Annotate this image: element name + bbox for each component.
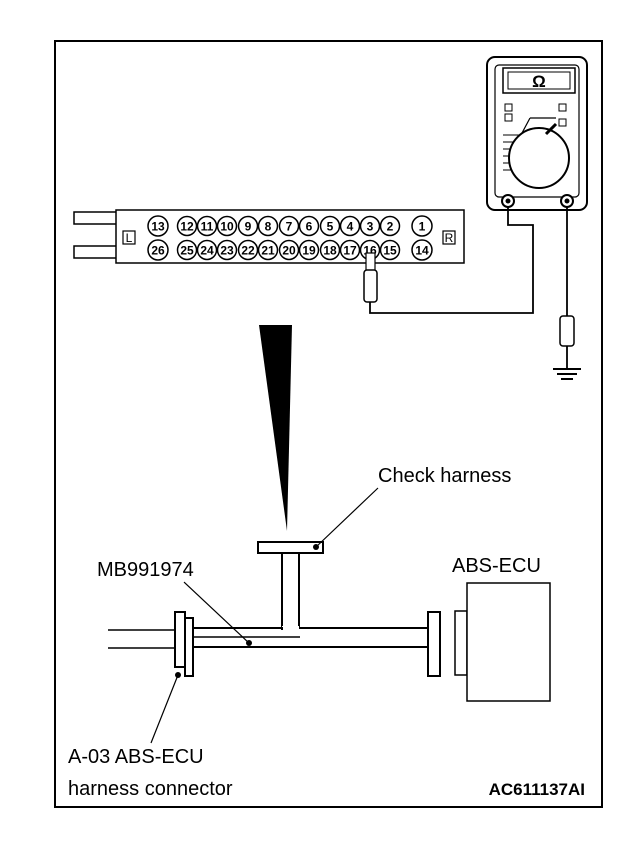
leader-connector — [150, 674, 179, 744]
pointer-wedge — [259, 325, 292, 531]
connector-pin-label: 7 — [286, 220, 293, 234]
abs-ecu-unit — [454, 582, 551, 702]
probe-tip-pin16-collar — [365, 252, 376, 272]
connector-pin-circle — [298, 239, 320, 261]
connector-pin-circle — [319, 215, 341, 237]
connector-pin-label: 3 — [367, 220, 374, 234]
connector-pin-circle — [278, 239, 300, 261]
label-abs-ecu: ABS-ECU — [452, 555, 541, 577]
connector-pin-circle — [196, 215, 218, 237]
connector-pin-circle — [359, 215, 381, 237]
connector-pin-label: 26 — [151, 244, 165, 258]
connector-pin-circle — [196, 239, 218, 261]
ohmmeter-switch-3 — [558, 103, 567, 112]
ohmmeter-switch-4 — [558, 118, 567, 127]
ohmmeter-display-window — [507, 71, 571, 90]
connector-pin-circle — [237, 239, 259, 261]
dial-arc-left — [521, 117, 531, 134]
left-flange-inner — [184, 617, 194, 677]
connector-pin-label: 4 — [347, 220, 354, 234]
connector-pin-label: 11 — [201, 220, 214, 234]
abs-ecu-box — [466, 582, 551, 702]
leader-check-harness-dot — [313, 544, 319, 550]
label-check-harness: Check harness — [378, 465, 511, 487]
connector-right-tag-box — [442, 230, 456, 245]
connector-pin-label: 12 — [180, 220, 194, 234]
ohmmeter-switch-1 — [504, 103, 513, 112]
connector-pin-label: 10 — [220, 220, 234, 234]
ohmmeter-dial — [508, 127, 570, 189]
right-flange — [427, 611, 441, 677]
connector-right-tag: R — [445, 231, 454, 245]
ohmmeter-dial-pointer — [544, 122, 558, 136]
connector-pin-circle — [147, 215, 169, 237]
abs-ecu-socket — [454, 610, 468, 676]
connector-pin-circle — [339, 239, 361, 261]
connector-pin-circle — [411, 215, 433, 237]
lead-probe-to-meter — [369, 207, 534, 314]
connector-pin-label: 23 — [220, 244, 234, 258]
connector-pin-label: 21 — [261, 244, 275, 258]
connector-pin-circle — [257, 215, 279, 237]
connector-pin-label: 2 — [387, 220, 394, 234]
connector-pin-circle — [216, 239, 238, 261]
connector-pin-label: 22 — [241, 244, 255, 258]
connector-lead-lower — [73, 245, 119, 259]
ohmmeter: Ω — [486, 56, 588, 211]
connector-pin-label: 15 — [383, 244, 397, 258]
connector-pin-circle — [278, 215, 300, 237]
connector-pin-label: 20 — [282, 244, 296, 258]
ohmmeter-switch-2 — [504, 113, 513, 122]
connector-pin-label: 6 — [306, 220, 313, 234]
connector-pin-label: 9 — [245, 220, 252, 234]
left-flange-outer — [174, 611, 186, 668]
connector-pin-label: 17 — [343, 244, 357, 258]
connector-pin-circle — [176, 215, 198, 237]
ohmmeter-jack-v-dot — [564, 198, 570, 204]
probe-leads — [363, 207, 581, 380]
connector-pin-label: 14 — [415, 244, 429, 258]
connector-lead-upper — [73, 211, 119, 225]
connector-pin-circle — [147, 239, 169, 261]
label-connector-line2: harness connector — [68, 778, 233, 800]
probe-pin16 — [363, 269, 378, 303]
ohmmeter-jack-com-dot — [505, 198, 511, 204]
connector-pin-circle — [216, 215, 238, 237]
connector-pin-label: 1 — [419, 220, 426, 234]
connector-pin-circle — [298, 215, 320, 237]
ground-probe — [559, 315, 575, 347]
harness-joint-mask — [282, 626, 299, 632]
leader-check-harness — [315, 487, 379, 548]
label-mb991974: MB991974 — [97, 559, 194, 581]
leader-connector-dot — [175, 672, 181, 678]
connector-pin-label: 5 — [327, 220, 334, 234]
connector-pin-circle — [411, 239, 433, 261]
connector-pin-label: 25 — [180, 244, 194, 258]
connector-pin-circle — [237, 215, 259, 237]
connector-pin-circle — [339, 215, 361, 237]
connector-pin-circle — [379, 215, 401, 237]
connector-pin-label: 13 — [151, 220, 165, 234]
label-connector-line1: A-03 ABS-ECU — [68, 746, 204, 768]
connector-left-tag: L — [126, 231, 133, 245]
connector-pin-circle — [176, 239, 198, 261]
ohm-symbol: Ω — [532, 72, 546, 91]
figure-code: AC611137AI — [489, 780, 585, 799]
connector-pin-circle — [319, 239, 341, 261]
leader-mb991974-dot — [246, 640, 252, 646]
connector-left-tag-box — [122, 230, 136, 245]
leader-mb991974 — [183, 581, 250, 644]
figure-frame — [54, 40, 603, 808]
connector-pin-label: 18 — [323, 244, 337, 258]
connector-pin-label: 8 — [265, 220, 272, 234]
connector-pin-circle — [257, 239, 279, 261]
connector-pin-circle — [379, 239, 401, 261]
connector-pin-label: 24 — [200, 244, 214, 258]
connector-pin-label: 19 — [302, 244, 316, 258]
